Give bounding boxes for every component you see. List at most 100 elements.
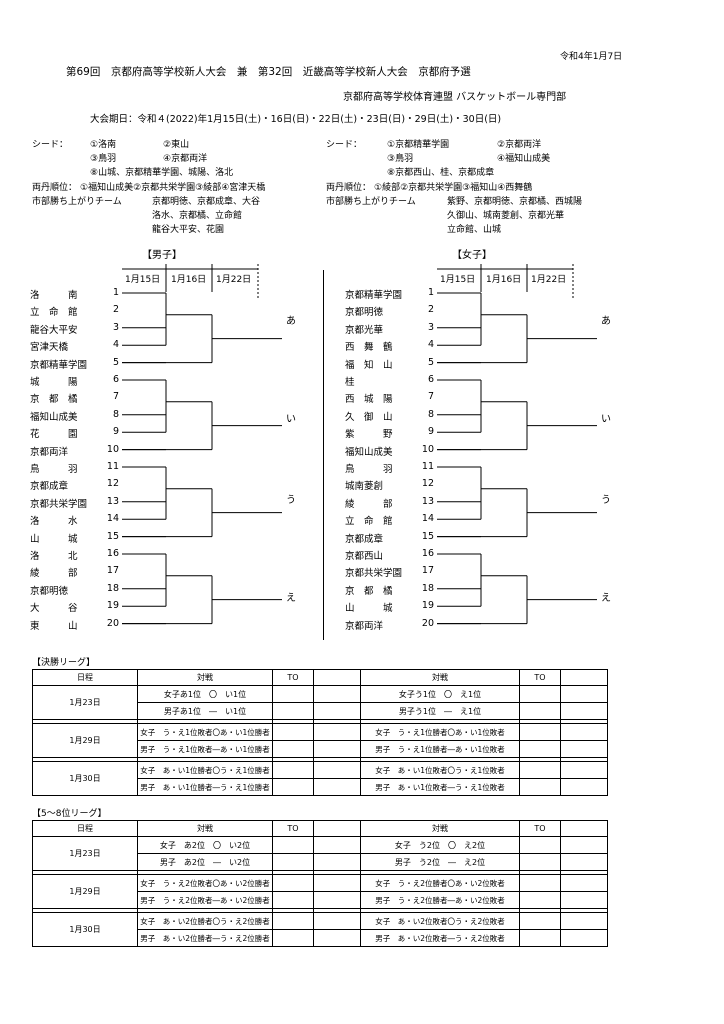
men-team-2: 立 命 館 xyxy=(30,307,78,319)
place-head-blank-2 xyxy=(560,820,608,837)
men-team-16: 洛 北 xyxy=(30,551,78,562)
final-to-cell xyxy=(519,761,561,779)
final-blank-cell xyxy=(560,723,608,741)
men-team-12: 京都成章 xyxy=(30,481,69,493)
women-round-2: 1月16日 xyxy=(486,275,522,285)
place-to-cell xyxy=(272,912,314,930)
place-date-cell: 1月30日 xyxy=(32,912,138,947)
men-bracket-label: 【男子】 xyxy=(142,250,182,261)
women-team-11: 鳥 羽 xyxy=(345,464,393,475)
men-team-3: 龍谷大平安 xyxy=(30,324,78,336)
place-head-to-1: TO xyxy=(272,820,314,837)
final-to-cell xyxy=(519,778,561,796)
women-team-number: 18 xyxy=(421,582,434,594)
women-team-number: 9 xyxy=(427,426,434,438)
final-match-cell: 女子 あ・い1位勝者〇う・え1位勝者 xyxy=(137,761,273,779)
women-team-number: 6 xyxy=(427,374,434,385)
place-head-to-2: TO xyxy=(519,820,561,837)
men-seed-4: ④京都両洋 xyxy=(163,154,208,164)
final-blank-cell xyxy=(560,778,608,796)
final-to-cell xyxy=(272,723,314,741)
women-block-e: え xyxy=(601,593,611,604)
final-blank-cell xyxy=(313,702,361,720)
place-match-cell: 女子 う・え2位勝者〇あ・い2位敗者 xyxy=(360,874,520,892)
final-to-cell xyxy=(519,685,561,703)
women-seed-2: ②京都両洋 xyxy=(497,140,542,150)
men-team-number: 11 xyxy=(106,461,119,472)
men-block-u: う xyxy=(286,495,296,506)
place-to-cell xyxy=(272,874,314,892)
final-match-cell: 女子 う・え1位敗者〇あ・い1位勝者 xyxy=(137,723,273,741)
men-team-number: 15 xyxy=(106,530,119,542)
final-match-cell: 女子 う・え1位勝者〇あ・い1位敗者 xyxy=(360,723,520,741)
place-head-date: 日程 xyxy=(32,820,138,837)
men-team-8: 福知山成美 xyxy=(30,411,78,423)
place-to-cell xyxy=(519,929,561,947)
final-row: 男子 あ・い1位勝者―う・え1位勝者男子 あ・い1位敗者―う・え1位敗者 xyxy=(33,778,608,796)
place-to-cell xyxy=(272,891,314,909)
final-match-cell: 女子 あ・い1位敗者〇う・え1位敗者 xyxy=(360,761,520,779)
women-team-number: 11 xyxy=(421,461,434,472)
men-round-3: 1月22日 xyxy=(216,275,252,285)
women-team-number: 14 xyxy=(421,513,434,525)
men-team-5: 京都精華学園 xyxy=(30,359,88,371)
women-seed-label: シード： xyxy=(326,140,363,150)
men-team-number: 4 xyxy=(112,339,119,351)
women-city-3: 立命館、山城 xyxy=(447,225,502,235)
final-date-cell: 1月30日 xyxy=(32,761,138,796)
women-team-16: 京都西山 xyxy=(345,551,384,562)
final-match-cell: 男子 う・え1位敗者―あ・い1位勝者 xyxy=(137,740,273,758)
men-team-number: 16 xyxy=(106,548,119,559)
place-head-match-2: 対戦 xyxy=(360,820,520,837)
men-seed-2: ②東山 xyxy=(163,140,190,150)
place-blank-cell xyxy=(313,929,361,947)
place-to-cell xyxy=(272,853,314,871)
final-to-cell xyxy=(272,740,314,758)
place-blank-cell xyxy=(313,912,361,930)
women-round-1: 1月15日 xyxy=(440,275,476,285)
place-match-cell: 女子 う2位 〇 え2位 xyxy=(360,836,520,854)
women-team-19: 山 城 xyxy=(345,603,393,615)
place-blank-cell xyxy=(560,912,608,930)
place-to-cell xyxy=(272,836,314,854)
women-team-18: 京 都 橘 xyxy=(345,585,393,597)
final-match-cell: 女子う1位 〇 え1位 xyxy=(360,685,520,703)
men-team-number: 20 xyxy=(106,617,119,629)
women-block-u: う xyxy=(601,495,611,506)
final-blank-cell xyxy=(313,723,361,741)
men-team-number: 18 xyxy=(106,582,119,594)
final-blank-cell xyxy=(560,761,608,779)
place-match-cell: 女子 う・え2位敗者〇あ・い2位勝者 xyxy=(137,874,273,892)
men-team-19: 大 谷 xyxy=(30,603,78,615)
final-blank-cell xyxy=(560,702,608,720)
men-team-15: 山 城 xyxy=(30,533,78,545)
bracket-divider xyxy=(323,270,324,640)
men-seed-label: シード： xyxy=(32,140,69,150)
place-to-cell xyxy=(519,853,561,871)
final-head-to-2: TO xyxy=(519,669,561,686)
final-match-cell: 男子あ1位 ― い1位 xyxy=(137,702,273,720)
men-team-number: 14 xyxy=(106,513,119,525)
women-team-1: 京都精華学園 xyxy=(345,290,403,301)
final-row: 1月30日女子 あ・い1位勝者〇う・え1位勝者 女子 あ・い1位敗者〇う・え1位敗… xyxy=(32,761,608,796)
organizer: 京都府高等学校体育連盟 バスケットボール専門部 xyxy=(343,92,567,103)
men-ryotan: ①福知山成美②京都共栄学園③綾部④宮津天橋 xyxy=(80,183,266,193)
women-team-13: 綾 部 xyxy=(345,498,393,510)
place-match-cell: 男子 う・え2位敗者―あ・い2位勝者 xyxy=(137,891,273,909)
men-team-number: 6 xyxy=(112,374,119,385)
women-team-12: 城南菱創 xyxy=(345,481,384,493)
women-city-label: 市部勝ち上がりチーム xyxy=(326,197,416,207)
place-row: 1月29日女子 う・え2位敗者〇あ・い2位勝者女子 う・え2位勝者〇あ・い2位敗… xyxy=(32,874,608,909)
final-head-to-1: TO xyxy=(272,669,314,686)
women-ryotan: ①綾部②京都共栄学園③福知山④西舞鶴 xyxy=(374,183,533,193)
women-team-2: 京都明徳 xyxy=(345,307,384,319)
place-blank-cell xyxy=(560,874,608,892)
final-head-blank-2 xyxy=(560,669,608,686)
place-match-cell: 女子 あ・い2位勝者〇う・え2位勝者 xyxy=(137,912,273,930)
final-match-cell: 男子 う・え1位勝者―あ・い1位敗者 xyxy=(360,740,520,758)
final-to-cell xyxy=(272,702,314,720)
final-blank-cell xyxy=(313,685,361,703)
